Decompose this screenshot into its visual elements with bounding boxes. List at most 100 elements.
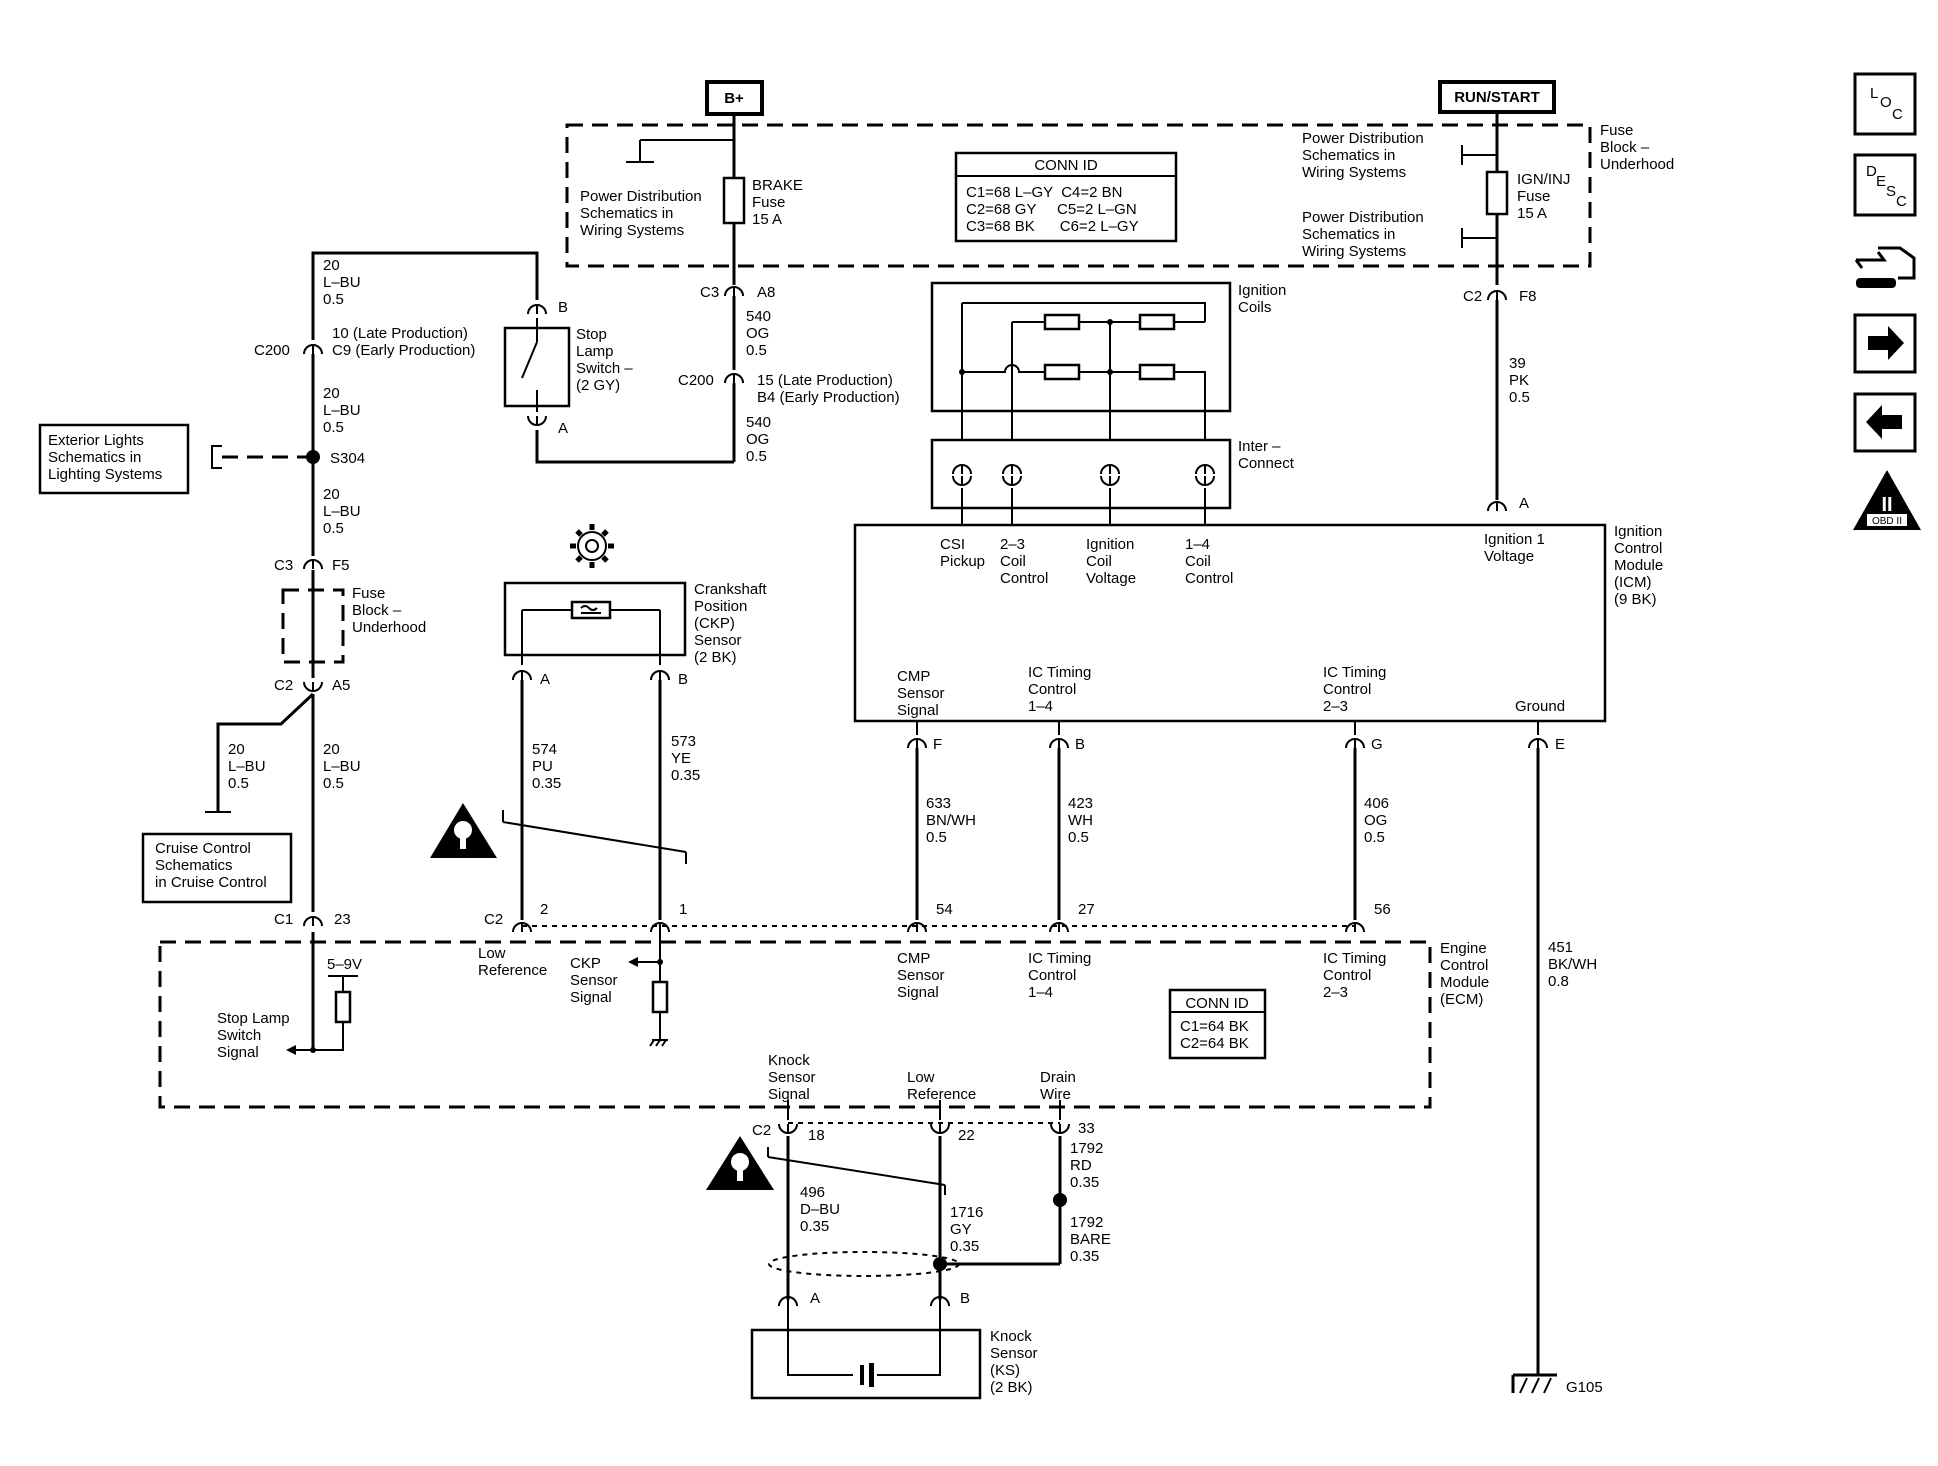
- svg-text:OG: OG: [746, 431, 769, 448]
- svg-text:B: B: [960, 1290, 970, 1307]
- svg-text:540: 540: [746, 308, 771, 325]
- svg-text:2–3: 2–3: [1323, 698, 1348, 715]
- svg-text:OBD II: OBD II: [1872, 516, 1902, 527]
- arrow-left-icon: [1866, 405, 1902, 439]
- svg-text:F5: F5: [332, 557, 350, 574]
- next-page-button[interactable]: [1853, 313, 1917, 374]
- ecm-cmp-signal: CMP Sensor Signal: [897, 950, 945, 1001]
- knock-sensor-label: Knock Sensor (KS) (2 BK): [990, 1328, 1038, 1396]
- svg-text:(9 BK): (9 BK): [1614, 591, 1657, 608]
- svg-text:Signal: Signal: [768, 1086, 810, 1103]
- svg-text:0.5: 0.5: [323, 419, 344, 436]
- svg-text:0.8: 0.8: [1548, 973, 1569, 990]
- svg-text:Crankshaft: Crankshaft: [694, 581, 767, 598]
- obd-ii-button[interactable]: II OBD II: [1853, 470, 1921, 530]
- svg-text:PK: PK: [1509, 372, 1529, 389]
- svg-text:Schematics: Schematics: [155, 857, 233, 874]
- svg-text:Power Distribution: Power Distribution: [580, 188, 702, 205]
- svg-text:C2: C2: [274, 677, 293, 694]
- ecm-ic23: IC Timing Control 2–3: [1323, 950, 1386, 1001]
- icm-pin-14-coil: 1–4 Coil Control: [1185, 536, 1233, 587]
- svg-text:27: 27: [1078, 901, 1095, 918]
- svg-text:Switch –: Switch –: [576, 360, 633, 377]
- svg-text:39: 39: [1509, 355, 1526, 372]
- svg-text:C3=68 BK C6=2 L–GY: C3=68 BK C6=2 L–GY: [966, 218, 1139, 235]
- svg-text:(ECM): (ECM): [1440, 991, 1483, 1008]
- svg-text:Fuse: Fuse: [1600, 122, 1633, 139]
- desc-button[interactable]: D E S C: [1853, 153, 1917, 217]
- svg-text:0.35: 0.35: [532, 775, 561, 792]
- svg-text:15 (Late Production): 15 (Late Production): [757, 372, 893, 389]
- stop-lamp-wire-top: 20 L–BU 0.5: [323, 257, 361, 308]
- svg-text:1792: 1792: [1070, 1140, 1103, 1157]
- svg-text:C: C: [1896, 193, 1907, 210]
- svg-text:IC Timing: IC Timing: [1323, 950, 1386, 967]
- svg-text:Lighting Systems: Lighting Systems: [48, 466, 162, 483]
- ckp-wire-a: 574 PU 0.35: [532, 741, 561, 792]
- interconnect-label: Inter – Connect: [1238, 438, 1295, 472]
- svg-text:1716: 1716: [950, 1204, 983, 1221]
- svg-text:A: A: [1519, 495, 1529, 512]
- svg-text:451: 451: [1548, 939, 1573, 956]
- svg-text:B: B: [558, 299, 568, 316]
- svg-text:Sensor: Sensor: [768, 1069, 816, 1086]
- svg-text:0.5: 0.5: [926, 829, 947, 846]
- svg-text:Sensor: Sensor: [897, 967, 945, 984]
- svg-text:D: D: [1866, 163, 1877, 180]
- run-start-source: RUN/START: [1438, 80, 1556, 114]
- svg-text:Fuse: Fuse: [752, 194, 785, 211]
- svg-text:S304: S304: [330, 450, 365, 467]
- svg-text:Control: Control: [1323, 681, 1371, 698]
- icm-pin-ign-coil-v: Ignition Coil Voltage: [1086, 536, 1136, 587]
- svg-text:CMP: CMP: [897, 668, 930, 685]
- svg-text:C2: C2: [484, 911, 503, 928]
- svg-text:G: G: [1371, 736, 1383, 753]
- power-dist-left: Power Distribution Schematics in Wiring …: [580, 188, 702, 239]
- svg-text:Sensor: Sensor: [694, 632, 742, 649]
- svg-text:Module: Module: [1614, 557, 1663, 574]
- svg-text:0.5: 0.5: [323, 291, 344, 308]
- svg-text:1–4: 1–4: [1028, 984, 1053, 1001]
- svg-text:0.35: 0.35: [800, 1218, 829, 1235]
- ecm-outline: [158, 940, 1432, 1109]
- svg-text:Control: Control: [1614, 540, 1662, 557]
- svg-text:BARE: BARE: [1070, 1231, 1111, 1248]
- prev-page-button[interactable]: [1853, 392, 1917, 453]
- svg-text:C1=64 BK: C1=64 BK: [1180, 1018, 1249, 1035]
- knock-wire-dbu: 496 D–BU 0.35: [800, 1184, 840, 1235]
- ckp-low-ref: Low Reference: [478, 945, 547, 979]
- svg-text:II: II: [1881, 494, 1892, 516]
- svg-text:Knock: Knock: [990, 1328, 1032, 1345]
- ecm-ic14: IC Timing Control 1–4: [1028, 950, 1091, 1001]
- fuse-block-small-label: Fuse Block – Underhood: [352, 585, 426, 636]
- svg-text:Schematics in: Schematics in: [48, 449, 141, 466]
- svg-text:Ignition: Ignition: [1614, 523, 1662, 540]
- brake-wire2-label: 540 OG 0.5: [746, 414, 771, 465]
- svg-text:Fuse: Fuse: [352, 585, 385, 602]
- svg-text:RD: RD: [1070, 1157, 1092, 1174]
- svg-text:18: 18: [808, 1127, 825, 1144]
- power-dist-right-2: Power Distribution Schematics in Wiring …: [1302, 209, 1424, 260]
- svg-text:CKP: CKP: [570, 955, 601, 972]
- svg-text:(ICM): (ICM): [1614, 574, 1652, 591]
- svg-text:IC Timing: IC Timing: [1323, 664, 1386, 681]
- svg-text:56: 56: [1374, 901, 1391, 918]
- svg-text:0.5: 0.5: [1068, 829, 1089, 846]
- svg-text:S: S: [1886, 183, 1896, 200]
- fuse-block-top-outline: [565, 123, 1592, 268]
- svg-text:WH: WH: [1068, 812, 1093, 829]
- loc-button[interactable]: L O C: [1853, 72, 1917, 136]
- svg-text:C2: C2: [752, 1122, 771, 1139]
- svg-text:L: L: [1870, 85, 1878, 102]
- stop-lamp-switch-label: Stop Lamp Switch – (2 GY): [576, 326, 633, 394]
- svg-text:Engine: Engine: [1440, 940, 1487, 957]
- icm-pin-23-coil: 2–3 Coil Control: [1000, 536, 1048, 587]
- connector-wrench-icon[interactable]: [1854, 246, 1916, 288]
- svg-text:C9 (Early Production): C9 (Early Production): [332, 342, 475, 359]
- svg-text:IGN/INJ: IGN/INJ: [1517, 171, 1570, 188]
- svg-text:CSI: CSI: [940, 536, 965, 553]
- svg-text:GY: GY: [950, 1221, 972, 1238]
- svg-text:BK/WH: BK/WH: [1548, 956, 1597, 973]
- svg-text:YE: YE: [671, 750, 691, 767]
- stop-lamp-wire-4: 20 L–BU 0.5: [323, 741, 361, 792]
